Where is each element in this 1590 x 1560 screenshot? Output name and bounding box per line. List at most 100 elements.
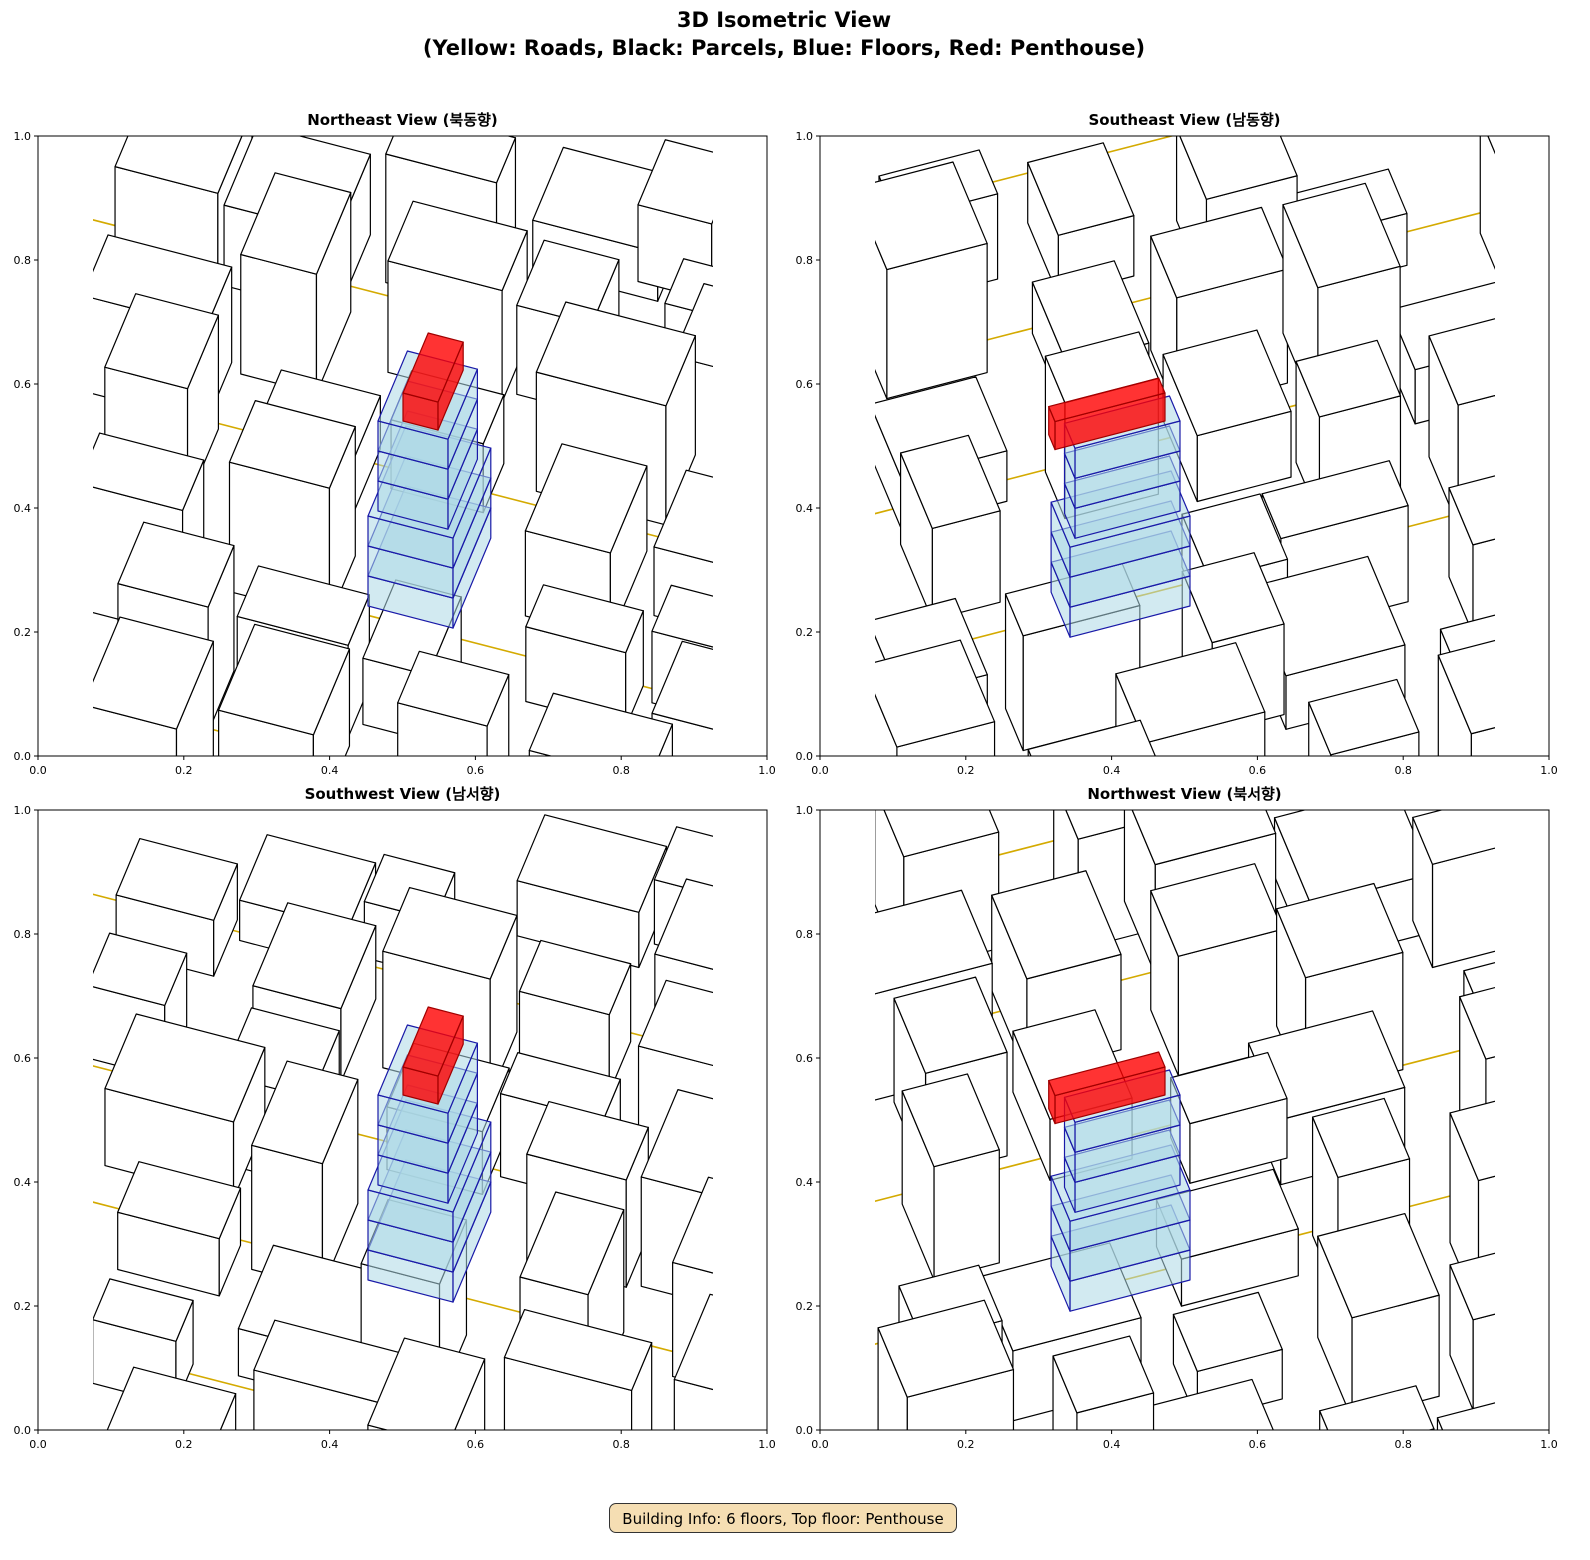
axes-frame bbox=[37, 809, 768, 1431]
parcel-building-top bbox=[877, 1299, 1015, 1398]
parcel-building-top bbox=[93, 432, 205, 512]
x-tick-label: 0.0 bbox=[811, 764, 829, 777]
y-tick-label: 1.0 bbox=[796, 804, 814, 817]
parcel-building-top bbox=[104, 293, 220, 390]
y-tick-label: 0.0 bbox=[14, 1424, 32, 1437]
parcel-building-top bbox=[672, 1176, 713, 1274]
parcel-building-top bbox=[387, 200, 528, 292]
parcel-building-top bbox=[1448, 475, 1495, 546]
penthouse-top bbox=[1048, 1051, 1166, 1097]
x-tick-label: 0.0 bbox=[29, 764, 47, 777]
x-tick-label: 0.6 bbox=[467, 764, 485, 777]
y-tick-label: 0.8 bbox=[796, 928, 814, 941]
parcel-building-front bbox=[1455, 1436, 1547, 1508]
axes-frame bbox=[37, 135, 768, 757]
panel-title: Southeast View (남동향) bbox=[1088, 111, 1281, 129]
parcel-building-top bbox=[1150, 863, 1283, 957]
y-tick-label: 0.4 bbox=[14, 502, 32, 515]
parcel-building-top bbox=[240, 172, 352, 275]
parcel-building-side bbox=[768, 1319, 804, 1527]
parcel-building-top bbox=[1311, 1097, 1411, 1179]
parcel-building-top bbox=[991, 870, 1122, 980]
title-line-1: 3D Isometric View bbox=[676, 8, 892, 32]
parcel-building-top bbox=[117, 521, 235, 608]
parcel-building-top bbox=[1150, 206, 1289, 299]
x-tick-label: 0.4 bbox=[1103, 764, 1121, 777]
parcel-building-top bbox=[1052, 1335, 1155, 1414]
parcel-building-top bbox=[1449, 1252, 1495, 1321]
building-info-box: Building Info: 6 floors, Top floor: Pent… bbox=[609, 1503, 957, 1533]
parcel-building-top bbox=[104, 1013, 266, 1123]
parcel-building-top bbox=[651, 640, 713, 730]
parcel-building-top bbox=[385, 136, 517, 184]
parcel-building-top bbox=[1179, 136, 1298, 200]
parcel-building-front bbox=[1076, 1392, 1155, 1430]
parcel-building-top bbox=[382, 886, 518, 980]
parcel-building-top bbox=[228, 400, 356, 489]
parcel-building-top bbox=[1459, 986, 1495, 1060]
parcel-building-top bbox=[1412, 810, 1495, 865]
parcel-building-side bbox=[725, 604, 744, 722]
parcel-building-top bbox=[637, 979, 713, 1067]
parcel-building-top bbox=[1247, 1010, 1406, 1121]
y-tick-label: 0.6 bbox=[14, 1052, 32, 1065]
x-tick-label: 0.8 bbox=[612, 764, 630, 777]
y-tick-label: 0.8 bbox=[796, 254, 814, 267]
y-tick-label: 0.6 bbox=[796, 1052, 814, 1065]
parcel-building-top bbox=[518, 939, 632, 1016]
parcel-building-side bbox=[740, 278, 759, 414]
parcel-building-top bbox=[252, 902, 377, 1010]
parcel-building-top bbox=[117, 1161, 242, 1240]
parcel-building-top bbox=[106, 1366, 237, 1430]
panel-title: Northeast View (북동향) bbox=[307, 111, 498, 129]
scene bbox=[93, 136, 780, 756]
y-tick-label: 1.0 bbox=[14, 130, 32, 143]
penthouse-top bbox=[402, 1006, 464, 1077]
parcel-building-front bbox=[1427, 1428, 1435, 1430]
parcel-building-top bbox=[901, 1073, 1000, 1168]
parcel-building-top bbox=[1131, 810, 1277, 866]
parcel-building-top bbox=[640, 1089, 713, 1197]
y-tick-label: 1.0 bbox=[14, 804, 32, 817]
parcel-building-side bbox=[720, 487, 752, 632]
parcel-building-side bbox=[838, 922, 869, 1101]
scene bbox=[93, 814, 804, 1527]
parcel-building-top bbox=[367, 1337, 486, 1430]
y-tick-label: 0.2 bbox=[14, 1300, 32, 1313]
axes-frame bbox=[819, 809, 1550, 1431]
parcel-building-side bbox=[750, 303, 780, 497]
parcel-building-side bbox=[762, 1012, 790, 1199]
parcel-building-top bbox=[516, 814, 668, 913]
parcel-building-top bbox=[503, 1308, 653, 1392]
x-tick-label: 1.0 bbox=[1540, 1438, 1558, 1451]
parcel-building-top bbox=[899, 434, 1001, 530]
parcel-building-top bbox=[1261, 460, 1409, 540]
panel-title: Southwest View (남서향) bbox=[304, 785, 501, 803]
y-tick-label: 0.8 bbox=[14, 254, 32, 267]
scene bbox=[838, 810, 1547, 1508]
parcel-building-top bbox=[1162, 329, 1292, 437]
parcel-building-top bbox=[1027, 142, 1135, 236]
parcel-building-top bbox=[653, 469, 713, 563]
y-tick-label: 0.4 bbox=[796, 1176, 814, 1189]
x-tick-label: 0.8 bbox=[1394, 1438, 1412, 1451]
x-tick-label: 0.2 bbox=[957, 764, 975, 777]
axes-frame bbox=[819, 135, 1550, 757]
parcel-building-top bbox=[526, 1100, 649, 1181]
parcel-building-top bbox=[525, 584, 644, 654]
parcel-building-top bbox=[1317, 1212, 1440, 1319]
parcel-building-top bbox=[1276, 882, 1404, 979]
penthouse-top bbox=[1048, 377, 1166, 423]
parcel-building-top bbox=[528, 692, 673, 756]
title-line-2: (Yellow: Roads, Black: Parcels, Blue: Fl… bbox=[422, 36, 1146, 60]
x-tick-label: 0.6 bbox=[467, 1438, 485, 1451]
parcel-building-top bbox=[1282, 182, 1401, 289]
parcel-building-top bbox=[218, 623, 351, 736]
parcel-building-top bbox=[397, 650, 510, 727]
parcel-building-side bbox=[1479, 136, 1495, 270]
y-tick-label: 0.0 bbox=[796, 1424, 814, 1437]
